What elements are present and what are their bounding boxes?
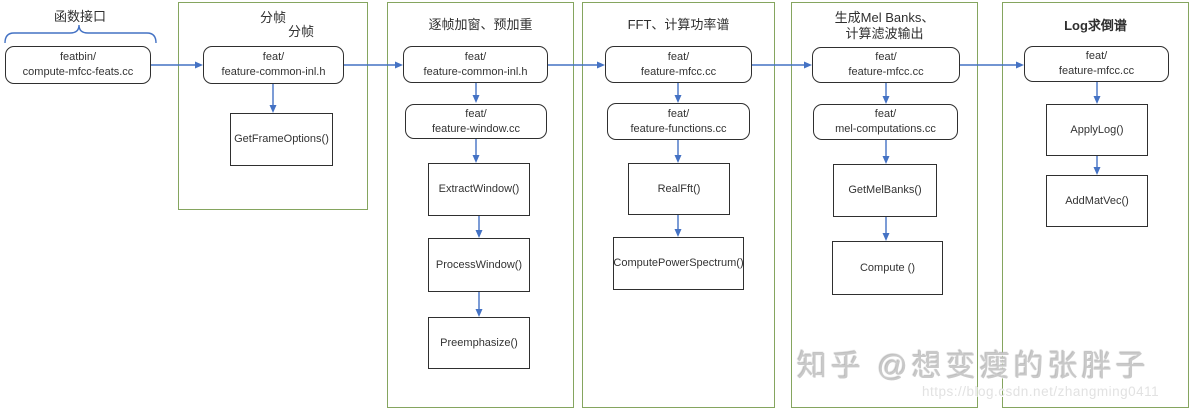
node-computepowerspectrum: ComputePowerSpectrum() [613,237,744,290]
watermark-brand: 知乎 @想变瘦的张胖子 [797,350,1150,383]
node-feature-mfcc-mel: feat/ feature-mfcc.cc [812,47,960,83]
node-getframeoptions: GetFrameOptions() [230,113,333,166]
node-line: feat/ [874,108,897,120]
node-processwindow: ProcessWindow() [428,238,530,292]
section-melbanks-border [791,2,978,408]
node-line: feature-functions.cc [630,122,727,135]
node-line: feature-mfcc.cc [848,66,924,78]
section-title-framing: 分帧 [259,10,286,25]
node-line: feat/ [262,51,285,63]
node-line: mel-computations.cc [835,123,936,135]
section-title-windowing: 逐帧加窗、预加重 [428,17,533,32]
section-fft-border [582,2,775,408]
section-windowing-border [387,2,574,408]
grouping-brace-icon [4,24,157,44]
node-line: feature-common-inl.h [221,66,326,78]
node-applylog: ApplyLog() [1046,104,1148,156]
node-line: feat/ [667,107,690,120]
node-line: feat/ [1085,50,1108,62]
node-feature-common-inl-window: feat/ feature-common-inl.h [403,46,548,83]
node-line: feature-common-inl.h [423,65,528,78]
node-getmelbanks: GetMelBanks() [833,164,937,217]
node-line: featbin/ [59,51,97,63]
section-title-melbanks-2: 计算滤波输出 [845,26,924,41]
node-compute-mfcc-feats: featbin/ compute-mfcc-feats.cc [5,46,151,84]
node-line: feat/ [667,50,690,63]
node-line: feature-mfcc.cc [1058,65,1135,77]
node-realfft: RealFft() [628,163,730,215]
node-line: feature-window.cc [431,122,521,135]
section-framing-border [178,2,368,210]
node-line: feat/ [464,50,487,63]
node-preemphasize: Preemphasize() [428,317,530,369]
watermark-url: https://blog.csdn.net/zhangming0411 [922,384,1160,399]
node-extractwindow: ExtractWindow() [428,163,530,216]
section-title-interface: 函数接口 [53,9,106,24]
node-compute: Compute () [832,241,943,295]
node-feature-functions: feat/ feature-functions.cc [607,103,750,140]
section-title-fft: FFT、计算功率谱 [627,17,730,32]
node-mel-computations: feat/ mel-computations.cc [813,104,958,140]
node-feature-mfcc-fft: feat/ feature-mfcc.cc [605,46,752,83]
node-feature-mfcc-log: feat/ feature-mfcc.cc [1024,46,1169,82]
node-line: feat/ [465,107,487,120]
node-line: feature-mfcc.cc [640,65,717,78]
section-log-border [1002,2,1189,408]
node-addmatvec: AddMatVec() [1046,175,1148,227]
node-line: compute-mfcc-feats.cc [22,66,134,78]
section-title-framing-2: 分帧 [287,24,314,39]
node-line: feat/ [875,51,897,63]
node-feature-common-inl-framing: feat/ feature-common-inl.h [203,46,344,84]
node-feature-window: feat/ feature-window.cc [405,104,547,139]
section-title-log: Log求倒谱 [1064,18,1127,33]
section-title-melbanks: 生成Mel Banks、 [834,10,935,25]
